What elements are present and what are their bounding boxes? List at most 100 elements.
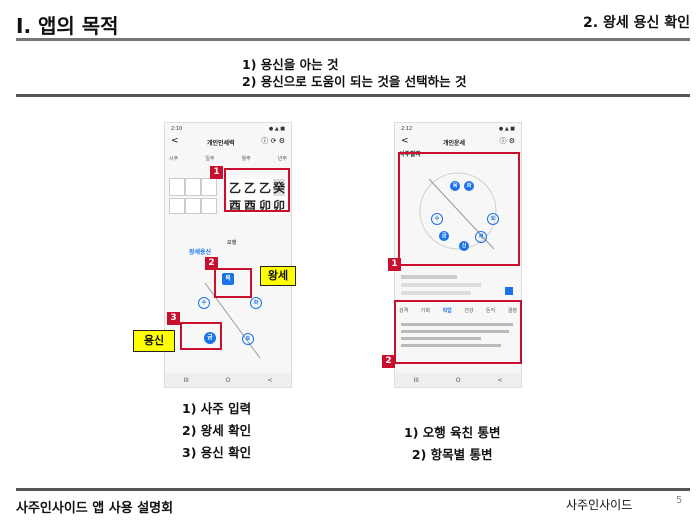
left-captions: 1) 사주 입력 2) 왕세 확인 3) 용신 확인 (182, 398, 251, 464)
section-label[interactable]: 왕세용신 (189, 249, 212, 256)
highlight-box-3 (180, 322, 222, 350)
tab-opportunity[interactable]: 기회 (420, 308, 430, 314)
element-circle[interactable]: 토 (487, 213, 499, 225)
left-phone-screenshot: 2:10 ● ▲ ■ < 개인인세력 ⓘ ⟳ ⚙ 시주 일주 월주 년주 乙 乙… (164, 122, 292, 388)
caption-item: 3) 용신 확인 (182, 445, 252, 460)
highlight-box-1 (224, 168, 290, 212)
toolbar-icons[interactable]: ⓘ ⚙ (499, 137, 515, 145)
wangse-callout: 왕세 (260, 266, 296, 286)
tab-label: 일주 (205, 156, 215, 162)
highlight-box-tabs (394, 300, 522, 364)
input-cell[interactable] (185, 178, 201, 196)
objectives: 1) 용신을 아는 것 2) 용신으로 도움이 되는 것을 선택하는 것 (242, 56, 467, 90)
slide-title: I. 앱의 목적 (16, 14, 119, 38)
yongsin-callout: 용신 (133, 330, 175, 352)
caption-item: 1) 오행 육친 통변 (404, 425, 501, 440)
tab-health[interactable]: 건강 (464, 308, 474, 314)
stem-year: 癸 (273, 179, 286, 196)
element-circle[interactable]: 금 (439, 231, 449, 241)
info-row (401, 291, 471, 295)
info-row (401, 283, 481, 287)
stem-day: 乙 (244, 181, 257, 195)
status-time: 2:10 (171, 126, 183, 132)
tab-money[interactable]: 돈익 (486, 308, 496, 314)
step-badge-1: 1 (388, 258, 401, 271)
mid-divider (16, 94, 690, 97)
highlight-box-2 (214, 268, 252, 298)
step-badge-1: 1 (210, 166, 223, 179)
status-icons: ● ▲ ■ (498, 126, 515, 132)
legend-label: 오행 (227, 240, 237, 246)
screen-title: 개인인세력 (207, 140, 235, 147)
text-line (401, 337, 481, 340)
footer-brand: 사주인사이드 (566, 498, 633, 512)
right-phone-screenshot: 2:12 ● ▲ ■ < 개인운세 ⓘ ⚙ 사주팔자 목 화 수 토 금 신 재… (394, 122, 522, 388)
toolbar-icons[interactable]: ⓘ ⟳ ⚙ (261, 137, 285, 145)
nav-recent[interactable]: III (413, 376, 419, 384)
section-title: 사주팔자 (399, 151, 422, 158)
caption-item: 2) 왕세 확인 (182, 423, 252, 438)
android-nav-bar: III O < (395, 373, 521, 387)
input-cell[interactable] (185, 198, 201, 214)
tab-career[interactable]: 직업 (442, 308, 452, 314)
stem-month: 乙 (259, 181, 272, 195)
wangse-element[interactable]: 목 (222, 273, 234, 285)
android-nav-bar: III O < (165, 373, 291, 387)
screen-title: 개인운세 (443, 140, 466, 147)
slide-subtitle: 2. 왕세 용신 확인 (583, 15, 690, 31)
step-badge-2: 2 (205, 257, 218, 270)
element-circle[interactable]: 신 (459, 241, 469, 251)
text-line (401, 323, 513, 326)
tab-label: 시주 (169, 156, 179, 162)
tab-personality[interactable]: 성격 (399, 308, 409, 314)
tab-decision[interactable]: 결정 (507, 308, 517, 314)
input-cell[interactable] (201, 178, 217, 196)
yongsin-element[interactable]: 금 (204, 332, 216, 344)
text-line (401, 330, 509, 333)
caption-item: 1) 사주 입력 (182, 401, 252, 416)
nav-recent[interactable]: III (183, 376, 189, 384)
status-icons: ● ▲ ■ (268, 126, 285, 132)
tab-label: 년주 (277, 156, 287, 162)
footer-title: 사주인사이드 앱 사용 설명회 (16, 501, 174, 516)
element-circle[interactable]: 화 (250, 297, 262, 309)
nav-home[interactable]: O (455, 376, 461, 384)
branch-month: 卯 (259, 199, 272, 213)
status-time: 2:12 (401, 126, 413, 132)
back-icon[interactable]: < (401, 136, 409, 146)
info-row (401, 275, 457, 279)
tab-label: 월주 (241, 156, 251, 162)
input-cell[interactable] (201, 198, 217, 214)
right-captions: 1) 오행 육친 통변 2) 항목별 통변 (404, 422, 500, 466)
nav-home[interactable]: O (225, 376, 231, 384)
stem-hour: 乙 (229, 181, 242, 195)
element-circle[interactable]: 수 (431, 213, 443, 225)
caption-item: 2) 항목별 통변 (411, 447, 493, 462)
page-number: 5 (676, 495, 683, 506)
input-cell[interactable] (169, 178, 185, 196)
saju-grid: 乙 乙 乙 癸 酉 酉 卯 卯 (227, 179, 287, 215)
bottom-divider (16, 488, 690, 491)
branch-hour: 酉 (229, 199, 242, 213)
input-cell[interactable] (169, 198, 185, 214)
element-circle[interactable]: 수 (198, 297, 210, 309)
element-circle[interactable]: 토 (242, 333, 254, 345)
pillar-tabs: 시주 일주 월주 년주 (169, 155, 287, 163)
objective-1: 1) 용신을 아는 것 (242, 57, 339, 72)
nav-back[interactable]: < (267, 376, 273, 384)
top-divider (16, 38, 690, 41)
highlight-box-diagram (398, 152, 520, 266)
step-badge-3: 3 (167, 312, 180, 325)
objective-2: 2) 용신으로 도움이 되는 것을 선택하는 것 (242, 74, 467, 89)
element-circle[interactable]: 화 (464, 181, 474, 191)
element-circle[interactable]: 재 (475, 231, 487, 243)
expand-button[interactable] (505, 287, 513, 295)
nav-back[interactable]: < (497, 376, 503, 384)
element-circle[interactable]: 목 (450, 181, 460, 191)
text-line (401, 344, 501, 347)
branch-year: 卯 (273, 199, 286, 213)
branch-day: 酉 (244, 199, 257, 213)
back-icon[interactable]: < (171, 136, 179, 146)
step-badge-2: 2 (382, 355, 395, 368)
category-tabs: 성격 기회 직업 건강 돈익 결정 (399, 307, 517, 314)
